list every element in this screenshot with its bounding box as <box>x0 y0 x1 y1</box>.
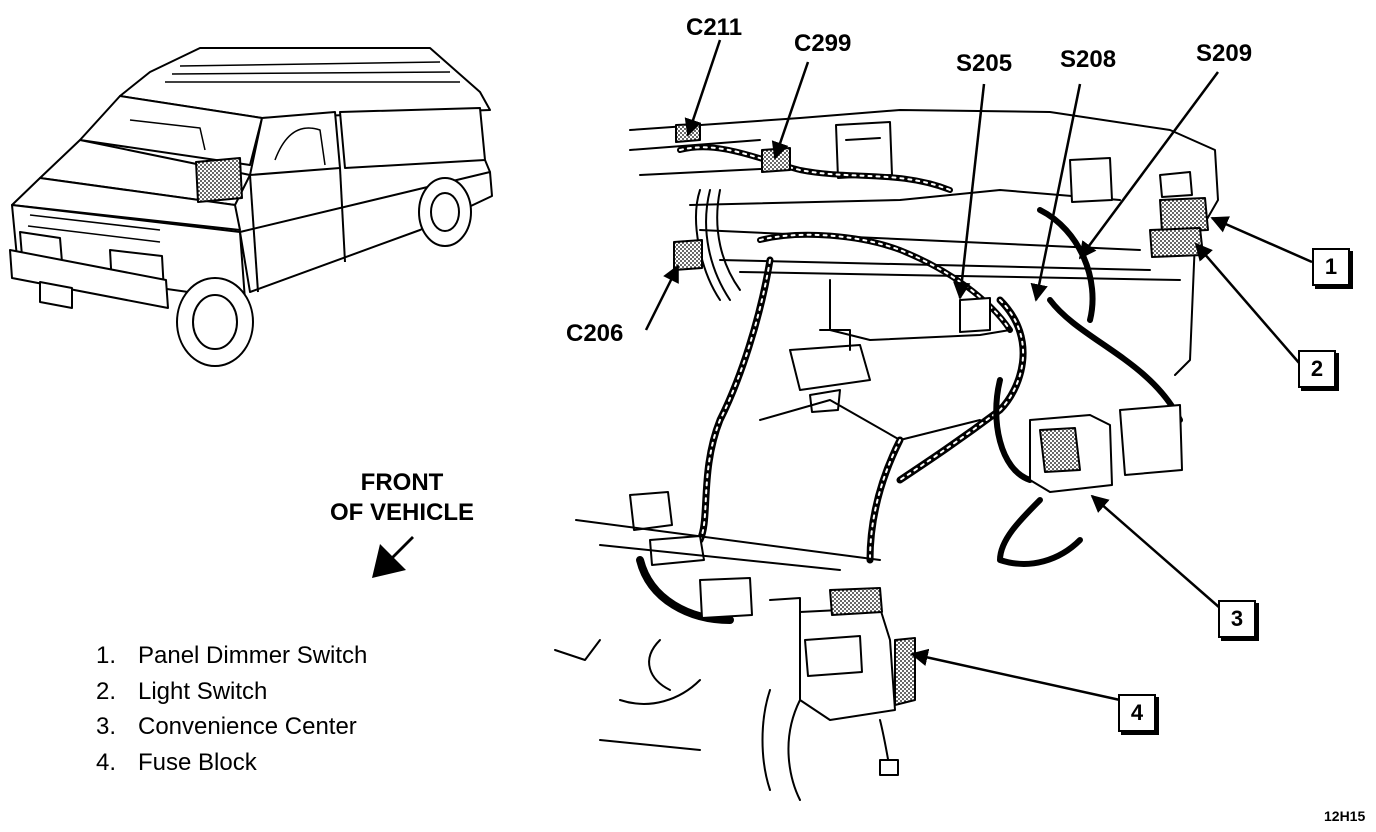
legend-number: 3. <box>96 713 117 740</box>
legend-item: 2. Light Switch <box>96 678 367 714</box>
front-line-1: FRONT <box>360 469 444 496</box>
legend-item: 4. Fuse Block <box>96 749 367 785</box>
leader-lines <box>644 39 1313 702</box>
legend-number: 4. <box>96 748 117 776</box>
legend-label: Panel Dimmer Switch <box>138 642 368 669</box>
label-c206: C206 <box>566 320 624 347</box>
legend-number: 2. <box>96 677 117 705</box>
legend-item: 3. Convenience Center <box>96 713 367 749</box>
legend-label: Convenience Center <box>138 713 357 740</box>
van-illustration <box>9 47 493 367</box>
dash-harness-illustration <box>554 109 1219 801</box>
legend: 1. Panel Dimmer Switch 2. Light Switch 3. C… <box>96 642 367 784</box>
callout-box-1: 1 <box>1312 248 1350 286</box>
label-c211: C211 <box>686 14 743 41</box>
callout-box-4: 4 <box>1118 694 1156 732</box>
front-direction-arrow <box>372 536 414 578</box>
callout-box-3: 3 <box>1218 600 1256 638</box>
label-s205: S205 <box>956 50 1013 77</box>
legend-label: Light Switch <box>138 677 268 705</box>
callout-box-2: 2 <box>1298 350 1336 388</box>
figure-code: 12H15 <box>1324 808 1366 824</box>
legend-label: Fuse Block <box>138 748 257 776</box>
front-line-2: OF VEHICLE <box>329 499 474 526</box>
label-c299: C299 <box>794 30 852 57</box>
label-s208: S208 <box>1060 46 1117 73</box>
legend-number: 1. <box>96 642 117 669</box>
legend-item: 1. Panel Dimmer Switch <box>96 642 367 678</box>
front-of-vehicle-label: FRONT OF VEHICLE <box>316 468 488 528</box>
label-s209: S209 <box>1196 40 1253 67</box>
